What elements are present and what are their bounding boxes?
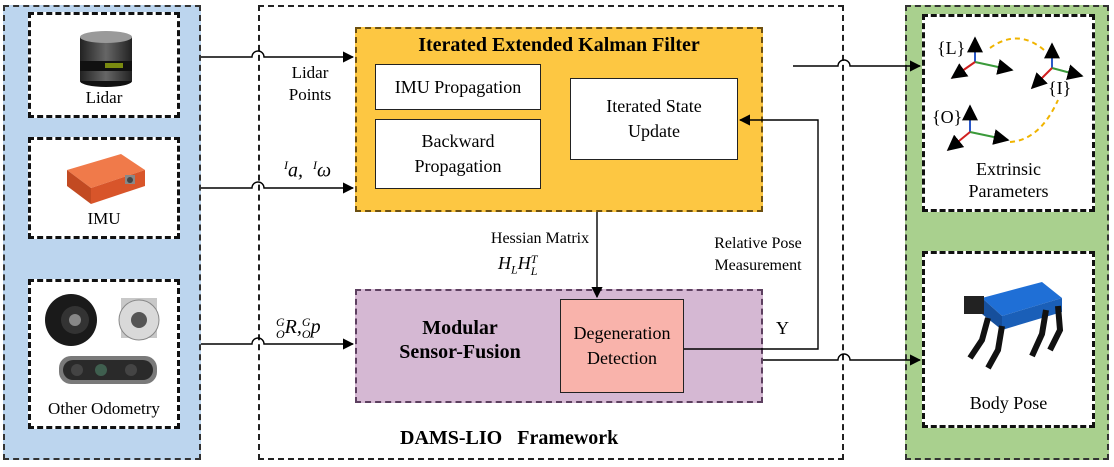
backward-propagation-box: Backward Propagation — [375, 119, 541, 189]
odometry-arrow — [201, 337, 355, 350]
frame-O-label: {O} — [932, 107, 963, 127]
msf-title-2: Sensor-Fusion — [399, 341, 521, 363]
lidar-points-label-2: Points — [288, 85, 332, 104]
iterated-state-update-box: Iterated State Update — [570, 78, 738, 160]
relative-pose-label-1: Relative Pose — [714, 235, 802, 252]
frame-L-label: {L} — [937, 38, 966, 58]
imu-measurement-label: Ia, Iω — [284, 158, 331, 183]
odom-p-sub: O — [301, 327, 311, 342]
msf-title-1: Modular — [422, 317, 498, 339]
hessian-H2-sub: L — [530, 264, 538, 278]
imu-icon — [67, 154, 145, 204]
hessian-matrix-label: Hessian Matrix — [490, 230, 590, 247]
dams-lio-framework-frame — [258, 5, 844, 460]
state-update-label-2: Update — [628, 121, 680, 141]
degeneration-label-2: Detection — [587, 348, 657, 368]
odom-p-sup: G — [301, 315, 311, 330]
hessian-H2: H — [517, 253, 531, 274]
imu-box: IMU — [28, 137, 180, 239]
odom-R: R, — [284, 316, 302, 338]
other-odometry-box: Other Odometry — [28, 279, 180, 429]
backward-propagation-label-1: Backward — [421, 131, 495, 151]
imu-a-sup: I — [284, 158, 288, 172]
extrinsic-label-1: Extrinsic — [976, 159, 1041, 179]
other-odometry-label: Other Odometry — [48, 399, 160, 418]
relative-pose-label: Relative Pose Measurement — [698, 233, 818, 277]
degeneration-label-1: Degeneration — [573, 323, 671, 343]
framework-title-2: Framework — [517, 427, 619, 449]
quadruped-robot-icon — [964, 282, 1064, 370]
odometry-sensors-icon — [45, 294, 160, 384]
body-pose-box — [922, 251, 1095, 428]
relative-pose-label-2: Measurement — [714, 257, 802, 274]
hessian-H1: H — [498, 253, 511, 274]
lidar-points-label-1: Lidar — [291, 63, 329, 82]
imu-propagation-box: IMU Propagation — [375, 64, 541, 110]
hessian-H1-sub: L — [511, 262, 518, 277]
extrinsic-parameters-box — [922, 14, 1095, 212]
imu-a: a, — [288, 159, 303, 182]
state-update-label-1: Iterated State — [606, 96, 702, 116]
odom-p: p — [310, 316, 321, 338]
backward-propagation-label-2: Propagation — [414, 156, 502, 176]
iekf-title: Iterated Extended Kalman Filter — [418, 34, 700, 56]
imu-label: IMU — [87, 209, 121, 228]
odom-R-sup: G — [276, 315, 285, 330]
extrinsic-arrow — [793, 59, 922, 72]
imu-w-sup: I — [313, 158, 317, 172]
lidar-box: Lidar — [28, 12, 180, 118]
coordinate-frames-icon — [946, 36, 1084, 152]
degeneration-detection-box: Degeneration Detection — [560, 299, 684, 393]
modular-sensor-fusion-block — [355, 289, 763, 403]
lidar-icon — [80, 31, 132, 87]
lidar-arrow — [201, 50, 355, 63]
relative-pose-feedback-arrow — [684, 114, 819, 350]
imu-propagation-label: IMU Propagation — [394, 76, 522, 97]
imu-w: ω — [317, 159, 332, 182]
lidar-label: Lidar — [85, 88, 123, 107]
imu-arrow — [201, 181, 355, 194]
hessian-H2-sup: T — [530, 252, 538, 266]
framework-title-1: DAMS-LIO — [400, 427, 503, 449]
body-pose-arrow — [763, 353, 922, 366]
framework-title: DAMS-LIO Framework — [400, 427, 618, 450]
extrinsic-parameters-label: Extrinsic Parameters — [922, 158, 1095, 202]
odom-R-sub: O — [276, 327, 285, 342]
extrinsic-label-2: Parameters — [968, 181, 1049, 201]
frame-I-label: {I} — [1048, 78, 1072, 98]
lidar-points-label: Lidar Points — [280, 62, 340, 106]
y-label: Y — [776, 318, 789, 338]
body-pose-label: Body Pose — [969, 393, 1048, 413]
